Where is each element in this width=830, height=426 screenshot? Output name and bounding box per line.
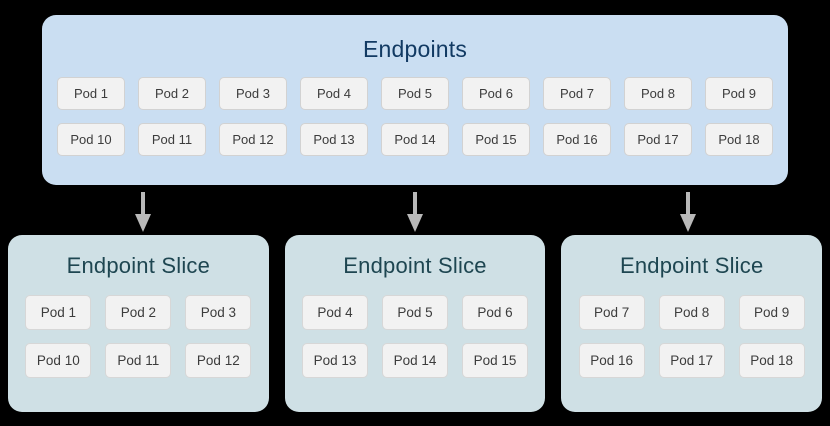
pod-chip[interactable]: Pod 9	[738, 295, 805, 330]
pod-chip[interactable]: Pod 11	[138, 123, 206, 156]
pod-chip[interactable]: Pod 18	[705, 123, 773, 156]
pod-chip[interactable]: Pod 9	[705, 77, 773, 110]
endpoints-title: Endpoints	[362, 36, 468, 62]
endpoint-slice-pod-grid: Pod 1 Pod 2 Pod 3 Pod 10 Pod 11 Pod 12	[8, 295, 269, 378]
pod-chip[interactable]: Pod 13	[300, 123, 368, 156]
pod-chip[interactable]: Pod 1	[25, 295, 92, 330]
pod-chip[interactable]: Pod 15	[462, 123, 530, 156]
pod-chip[interactable]: Pod 2	[105, 295, 172, 330]
pod-chip[interactable]: Pod 10	[25, 343, 92, 378]
endpoints-pod-row-2: Pod 10 Pod 11 Pod 12 Pod 13 Pod 14 Pod 1…	[57, 123, 773, 156]
pod-chip[interactable]: Pod 8	[624, 77, 692, 110]
endpoint-slice-pod-row-2: Pod 16 Pod 17 Pod 18	[578, 343, 805, 378]
pod-chip[interactable]: Pod 3	[185, 295, 252, 330]
pod-chip[interactable]: Pod 10	[57, 123, 125, 156]
pod-chip[interactable]: Pod 11	[105, 343, 172, 378]
pod-chip[interactable]: Pod 2	[138, 77, 206, 110]
endpoint-slices-container: Endpoint Slice Pod 1 Pod 2 Pod 3 Pod 10 …	[8, 235, 823, 412]
arrow-down-icon	[679, 192, 697, 232]
endpoint-slice-pod-row-1: Pod 4 Pod 5 Pod 6	[302, 295, 528, 330]
pod-chip[interactable]: Pod 14	[382, 343, 448, 378]
pod-chip[interactable]: Pod 4	[302, 295, 368, 330]
endpoint-slice-pod-row-1: Pod 1 Pod 2 Pod 3	[25, 295, 252, 330]
endpoint-slice-panel-1: Endpoint Slice Pod 1 Pod 2 Pod 3 Pod 10 …	[8, 235, 269, 412]
endpoint-slice-pod-row-2: Pod 13 Pod 14 Pod 15	[302, 343, 528, 378]
pod-chip[interactable]: Pod 3	[219, 77, 287, 110]
endpoints-panel: Endpoints Pod 1 Pod 2 Pod 3 Pod 4 Pod 5 …	[42, 15, 788, 185]
endpoints-pod-grid: Pod 1 Pod 2 Pod 3 Pod 4 Pod 5 Pod 6 Pod …	[42, 77, 788, 156]
endpoint-slice-panel-2: Endpoint Slice Pod 4 Pod 5 Pod 6 Pod 13 …	[284, 235, 546, 412]
arrow-down-icon	[134, 192, 152, 232]
endpoint-slice-title: Endpoint Slice	[619, 253, 764, 278]
endpoint-slice-pod-grid: Pod 7 Pod 8 Pod 9 Pod 16 Pod 17 Pod 18	[561, 295, 822, 378]
pod-chip[interactable]: Pod 4	[300, 77, 368, 110]
arrow-shaft	[686, 192, 690, 216]
arrow-head	[135, 214, 151, 232]
arrow-head	[680, 214, 696, 232]
endpoint-slice-title: Endpoint Slice	[66, 253, 211, 278]
arrow-head	[407, 214, 423, 232]
pod-chip[interactable]: Pod 18	[738, 343, 805, 378]
pod-chip[interactable]: Pod 17	[658, 343, 725, 378]
pod-chip[interactable]: Pod 8	[658, 295, 725, 330]
endpoint-slice-title: Endpoint Slice	[343, 253, 487, 278]
arrow-shaft	[413, 192, 417, 216]
endpoint-slice-pod-grid: Pod 4 Pod 5 Pod 6 Pod 13 Pod 14 Pod 15	[285, 295, 546, 378]
pod-chip[interactable]: Pod 12	[185, 343, 252, 378]
pod-chip[interactable]: Pod 12	[219, 123, 287, 156]
pod-chip[interactable]: Pod 13	[302, 343, 368, 378]
pod-chip[interactable]: Pod 14	[381, 123, 449, 156]
endpoints-pod-row-1: Pod 1 Pod 2 Pod 3 Pod 4 Pod 5 Pod 6 Pod …	[57, 77, 773, 110]
pod-chip[interactable]: Pod 6	[462, 77, 530, 110]
pod-chip[interactable]: Pod 16	[543, 123, 611, 156]
arrow-down-icon	[406, 192, 424, 232]
pod-chip[interactable]: Pod 1	[57, 77, 125, 110]
pod-chip[interactable]: Pod 15	[462, 343, 528, 378]
pod-chip[interactable]: Pod 5	[381, 77, 449, 110]
pod-chip[interactable]: Pod 6	[462, 295, 528, 330]
pod-chip[interactable]: Pod 5	[382, 295, 448, 330]
endpoint-slice-pod-row-2: Pod 10 Pod 11 Pod 12	[25, 343, 252, 378]
arrow-shaft	[141, 192, 145, 216]
endpoint-slice-pod-row-1: Pod 7 Pod 8 Pod 9	[578, 295, 805, 330]
pod-chip[interactable]: Pod 16	[578, 343, 645, 378]
pod-chip[interactable]: Pod 7	[543, 77, 611, 110]
pod-chip[interactable]: Pod 17	[624, 123, 692, 156]
endpoint-slice-panel-3: Endpoint Slice Pod 7 Pod 8 Pod 9 Pod 16 …	[561, 235, 823, 412]
pod-chip[interactable]: Pod 7	[578, 295, 645, 330]
